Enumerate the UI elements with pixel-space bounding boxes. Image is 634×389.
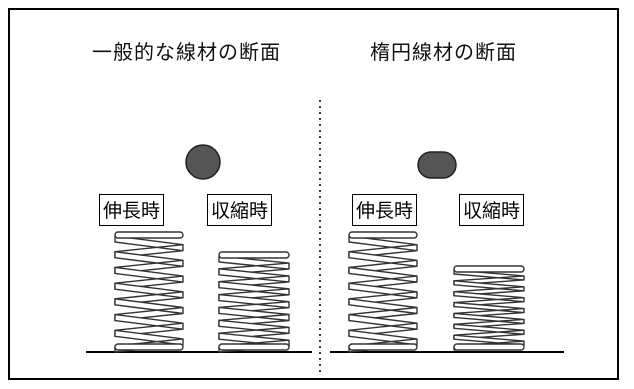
label-extended-round: 伸長時	[99, 194, 165, 226]
elliptical-wire-cross-section	[417, 151, 457, 179]
spring-compressed-elliptical-top-cap	[453, 265, 525, 273]
label-compressed-elliptical: 収縮時	[459, 194, 525, 226]
spring-extended-elliptical-wire	[348, 231, 418, 353]
spring-compressed-round-top-cap	[218, 251, 290, 259]
spring-compressed-round-wire	[218, 251, 290, 353]
spring-extended-round-bottom-cap	[114, 343, 184, 351]
panel-title-elliptical-wire: 楕円線材の断面	[370, 40, 517, 64]
spring-extended-round-top-cap	[114, 231, 184, 239]
spring-compressed-round-bottom-cap	[218, 343, 290, 351]
spring-compressed-elliptical-bottom-cap	[453, 343, 525, 351]
spring-extended-elliptical-bottom-cap	[348, 343, 418, 351]
label-extended-elliptical: 伸長時	[352, 194, 418, 226]
label-compressed-round: 収縮時	[207, 194, 273, 226]
spring-compressed-elliptical-wire	[453, 265, 525, 351]
spring-extended-round-wire	[114, 231, 184, 353]
spring-extended-elliptical-top-cap	[348, 231, 418, 239]
panel-title-round-wire: 一般的な線材の断面	[92, 40, 281, 64]
round-wire-cross-section	[185, 144, 221, 180]
